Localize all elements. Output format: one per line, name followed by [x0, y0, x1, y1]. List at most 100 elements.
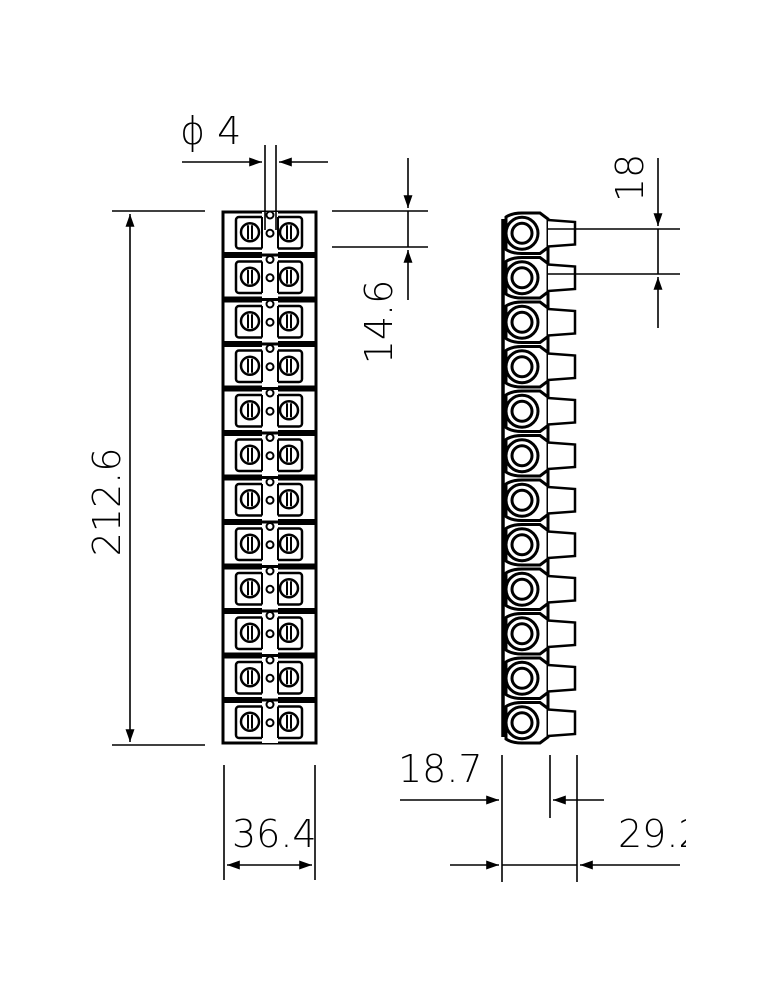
side-screw-icon [510, 622, 534, 646]
mount-hole [265, 495, 275, 505]
front-view-terminal-strip [221, 210, 318, 745]
dim-label-front-pitch: 14.6 [357, 280, 401, 365]
mount-hole [265, 255, 275, 264]
dim-label-total-height: 212.6 [85, 448, 129, 557]
screw-icon [278, 711, 300, 732]
mount-hole [265, 522, 275, 531]
screw-icon [239, 667, 261, 688]
dimension-total-depth: 29.2 [450, 755, 703, 882]
side-collar [547, 485, 577, 515]
mount-hole [265, 566, 275, 576]
side-screw-icon [510, 310, 534, 334]
screw-icon [278, 667, 300, 688]
screw-icon [278, 578, 300, 599]
mount-hole [265, 451, 275, 461]
screw-icon [239, 266, 261, 287]
side-screw-icon [510, 711, 534, 735]
side-terminal [504, 656, 577, 700]
side-collar [547, 396, 577, 426]
side-screw-icon [510, 666, 534, 690]
screw-icon [239, 222, 261, 243]
side-collar [547, 663, 577, 693]
side-screw-icon [510, 266, 534, 290]
mount-hole [265, 700, 275, 709]
dimension-body-depth: 18.7 [398, 747, 604, 882]
dim-label-side-pitch: 18 [608, 154, 652, 202]
dim-label-body-depth: 18.7 [398, 747, 483, 791]
side-terminal [504, 523, 577, 567]
screw-icon [278, 311, 300, 332]
side-screw-icon [510, 355, 534, 379]
side-terminal [504, 256, 577, 300]
screw-icon [239, 311, 261, 332]
screw-icon [278, 400, 300, 421]
mount-hole [265, 299, 275, 309]
front-terminal [221, 255, 318, 300]
side-collar [547, 530, 577, 560]
side-collar [547, 263, 577, 293]
side-terminal [504, 389, 577, 433]
dim-label-front-width: 36.4 [232, 812, 317, 856]
mount-hole [265, 540, 275, 550]
mount-hole [265, 433, 275, 442]
mount-hole [265, 584, 275, 594]
side-terminal [504, 567, 577, 611]
screw-icon [278, 222, 300, 243]
mount-hole [265, 629, 275, 639]
screw-icon [278, 444, 300, 465]
mount-hole [265, 477, 275, 487]
mount-hole [265, 611, 275, 620]
front-terminal [221, 210, 318, 255]
screw-icon [278, 533, 300, 554]
front-terminal [221, 700, 318, 745]
mount-hole [265, 273, 275, 283]
dimension-hole-diameter: ϕ 4 [180, 109, 328, 230]
side-screw-icon [510, 533, 534, 557]
side-terminal [504, 701, 577, 745]
mount-hole [265, 718, 275, 728]
mount-hole [265, 655, 275, 665]
side-terminal [504, 434, 577, 478]
dimension-front-pitch: 14.6 [332, 158, 428, 364]
dimension-front-width: 36.4 [223, 765, 317, 880]
side-collar [547, 441, 577, 471]
screw-icon [278, 266, 300, 287]
screw-icon [239, 711, 261, 732]
side-screw-icon [510, 221, 534, 245]
mount-hole [265, 362, 275, 372]
screw-icon [278, 622, 300, 643]
side-view-terminal-strip [501, 211, 577, 745]
page-edge [686, 0, 771, 1000]
dimension-side-pitch: 18 [548, 154, 680, 328]
side-screw-icon [510, 488, 534, 512]
side-collar [547, 352, 577, 382]
mount-hole [265, 210, 275, 220]
side-collar [547, 619, 577, 649]
screw-icon [278, 355, 300, 376]
mount-hole [265, 344, 275, 353]
screw-icon [239, 444, 261, 465]
mount-hole [265, 228, 275, 238]
mount-hole [265, 317, 275, 327]
front-terminal [221, 477, 318, 522]
mount-hole [265, 388, 275, 398]
front-terminal [221, 522, 318, 567]
screw-icon [239, 355, 261, 376]
side-terminal [504, 478, 577, 522]
side-collar [547, 307, 577, 337]
side-screw-icon [510, 444, 534, 468]
mount-hole [265, 673, 275, 683]
side-collar [547, 218, 577, 248]
front-terminal [221, 344, 318, 389]
mount-hole [265, 406, 275, 416]
screw-icon [239, 489, 261, 510]
side-terminal [504, 612, 577, 656]
screw-icon [239, 578, 261, 599]
screw-icon [278, 489, 300, 510]
dim-label-hole-diameter: ϕ 4 [180, 109, 241, 153]
side-collar [547, 574, 577, 604]
side-terminal [504, 345, 577, 389]
screw-icon [239, 533, 261, 554]
dimension-total-height: 212.6 [85, 210, 205, 746]
